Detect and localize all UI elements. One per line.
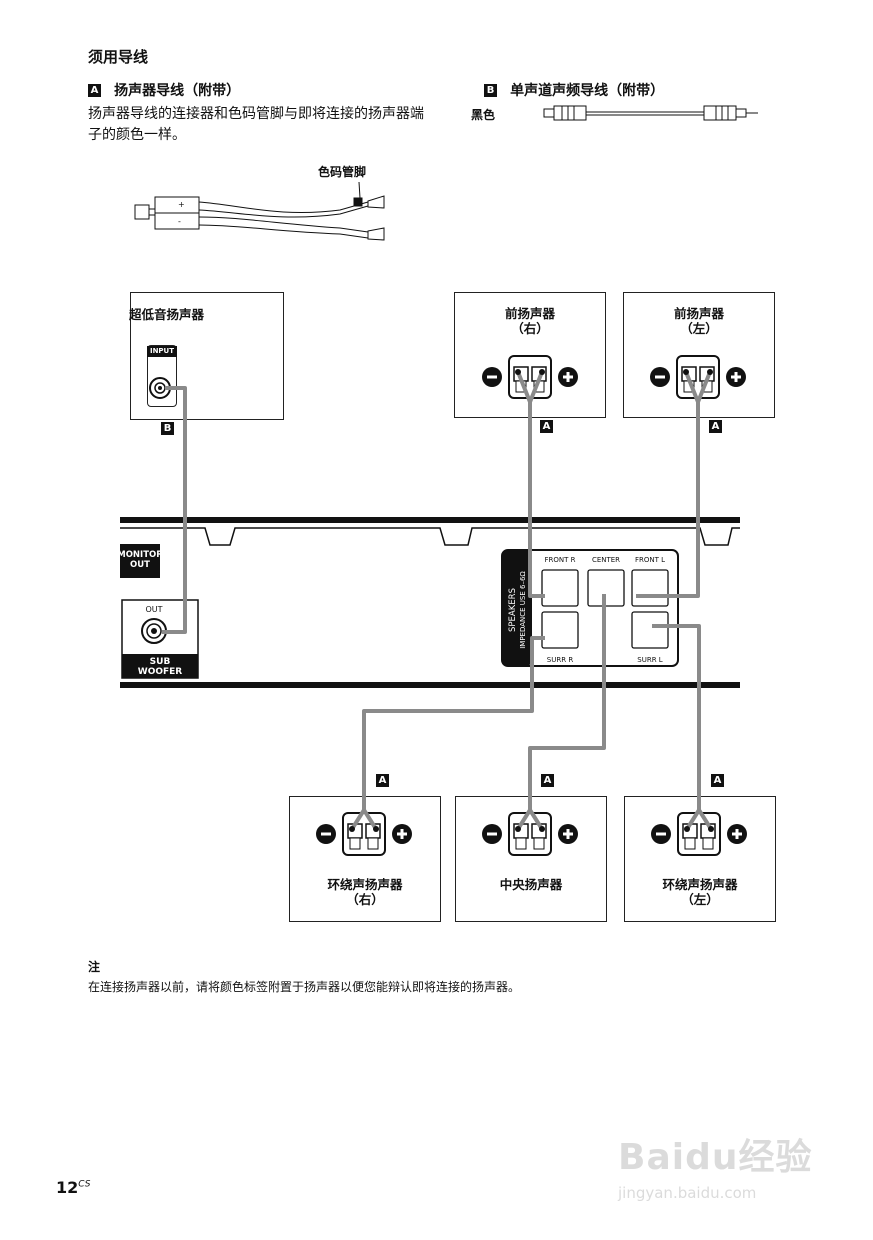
front-right-name: 前扬声器 — [504, 306, 555, 321]
surround-right-side: （右） — [346, 892, 384, 907]
center-cable — [528, 594, 606, 810]
front-r-label: FRONT R — [544, 556, 575, 564]
out-label: OUT — [145, 605, 162, 614]
svg-text:-: - — [178, 217, 181, 226]
surr-l-label: SURR L — [637, 656, 663, 664]
page-number: 12CS — [56, 1178, 90, 1197]
note-heading: 注 — [88, 960, 101, 974]
front-l-label: FRONT L — [635, 556, 665, 564]
surround-left-cable-tag: A — [711, 774, 724, 787]
page-number-suffix: CS — [78, 1179, 91, 1190]
impedance-label: IMPEDANCE USE 6–6Ω — [519, 571, 527, 649]
surround-right-terminals — [315, 812, 413, 856]
svg-text:+: + — [178, 200, 185, 209]
center-cable-tag: A — [541, 774, 554, 787]
surround-left-terminals — [650, 812, 748, 856]
surround-left-cable — [652, 624, 701, 810]
cable-a-title: 扬声器导线（附带） — [114, 83, 241, 99]
subwoofer-cable-tag: B — [161, 422, 174, 435]
cable-wires — [162, 371, 713, 831]
monitor-out-line2: OUT — [130, 560, 150, 570]
sub-woofer-line1: SUB — [150, 657, 171, 667]
front-left-cable — [636, 371, 700, 598]
front-right-cable-tag: A — [540, 420, 553, 433]
cable-a-header: A 扬声器导线（附带） — [88, 80, 240, 100]
cable-b-title: 单声道声频导线（附带） — [510, 83, 665, 99]
color-pin-label: 色码管脚 — [318, 165, 367, 179]
monitor-out-block — [120, 544, 160, 578]
cable-b-tag: B — [484, 84, 497, 97]
cable-illustrations: + - — [134, 105, 758, 241]
subwoofer-name: 超低音扬声器 — [129, 307, 205, 322]
cable-a-description: 扬声器导线的连接器和色码管脚与即将连接的扬声器端子的颜色一样。 — [88, 106, 424, 143]
center-name: 中央扬声器 — [499, 877, 563, 892]
front-right-cable — [516, 371, 545, 598]
center-terminals — [481, 812, 579, 856]
subwoofer-box: 超低音扬声器 INPUT — [129, 292, 284, 420]
surround-right-cable — [362, 636, 545, 810]
surround-left-side: （左） — [681, 892, 719, 907]
surround-right-name: 环绕声扬声器 — [327, 877, 403, 892]
mono-cable-illustration — [543, 105, 758, 121]
watermark-url: jingyan.baidu.com — [618, 1184, 757, 1202]
sub-woofer-line2: WOOFER — [138, 667, 183, 677]
baidu-watermark: Baidu经验 jingyan.baidu.com — [618, 1128, 828, 1208]
front-left-name: 前扬声器 — [673, 306, 724, 321]
cable-b-color-label: 黑色 — [471, 108, 496, 122]
section-title: 须用导线 — [88, 48, 149, 66]
surround-left-name: 环绕声扬声器 — [662, 877, 738, 892]
surround-right-cable-tag: A — [376, 774, 389, 787]
watermark-brand: Baidu经验 — [618, 1137, 813, 1178]
center-label: CENTER — [592, 556, 620, 564]
cable-b-header: B 单声道声频导线（附带） — [484, 80, 664, 100]
subwoofer-cable — [162, 386, 187, 634]
monitor-out-line1: MONITOR — [117, 550, 163, 560]
cable-a-tag: A — [88, 84, 101, 97]
front-left-side: （左） — [680, 321, 718, 336]
front-right-terminals — [481, 355, 579, 399]
note-text: 在连接扬声器以前，请将颜色标签附置于扬声器以便您能辩认即将连接的扬声器。 — [88, 980, 521, 994]
front-left-cable-tag: A — [709, 420, 722, 433]
front-right-side: （右） — [511, 321, 549, 336]
speaker-wire-illustration: + - — [134, 181, 385, 241]
front-left-terminals — [649, 355, 747, 399]
surr-r-label: SURR R — [547, 656, 574, 664]
speakers-label: SPEAKERS — [508, 588, 518, 632]
input-label: INPUT — [147, 346, 177, 357]
page-number-value: 12 — [56, 1178, 79, 1197]
wiring-diagram: MONITOR OUT OUT SUB WOOFER FRONT R CENTE… — [117, 355, 748, 856]
